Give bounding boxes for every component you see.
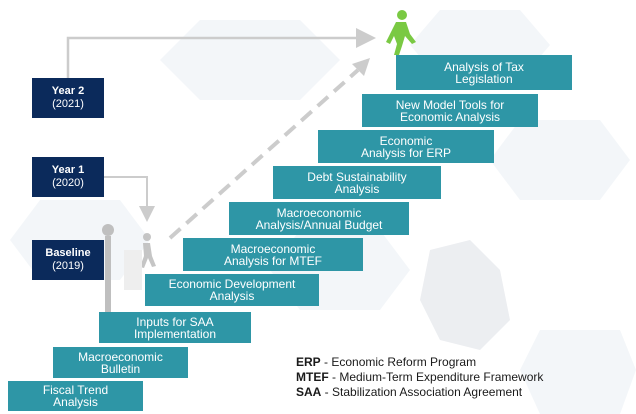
year-date: (2021): [52, 98, 84, 110]
year-1-walking-figure-icon: [140, 233, 156, 268]
progress-dashed-arrow: [168, 68, 360, 240]
legend-item-erp: ERP - Economic Reform Program: [296, 355, 634, 370]
legend-text: - Stabilization Association Agreement: [321, 385, 523, 399]
step-fiscal-trend-analysis: Fiscal Trend Analysis: [8, 381, 143, 411]
step-debt-sustainability-analysis: Debt Sustainability Analysis: [273, 166, 441, 199]
step-macroeconomic-analysis-annual-budget: Macroeconomic Analysis/Annual Budget: [229, 202, 409, 235]
legend-item-saa: SAA - Stabilization Association Agreemen…: [296, 385, 634, 400]
year-box-baseline: Baseline (2019): [32, 240, 104, 280]
baseline-figure-icon: [102, 224, 114, 312]
step-new-model-tools: New Model Tools for Economic Analysis: [362, 94, 538, 127]
legend-item-mtef: MTEF - Medium-Term Expenditure Framework: [296, 370, 634, 385]
year-label: Year 1: [51, 164, 85, 176]
year-date: (2019): [52, 260, 84, 272]
year-box-year-2: Year 2 (2021): [32, 78, 104, 118]
legend-abbr: MTEF: [296, 370, 329, 384]
step-inputs-saa-implementation: Inputs for SAA Implementation: [99, 312, 251, 343]
legend-abbr: ERP: [296, 355, 321, 369]
year-label: Year 2: [51, 85, 85, 97]
legend-text: - Medium-Term Expenditure Framework: [328, 370, 544, 384]
abbreviation-legend: ERP - Economic Reform Program MTEF - Med…: [296, 355, 634, 400]
step-macroeconomic-analysis-mtef: Macroeconomic Analysis for MTEF: [183, 238, 363, 271]
year-1-connector-arrow: [104, 176, 155, 222]
year-label: Baseline: [45, 247, 91, 259]
year-box-year-1: Year 1 (2020): [32, 157, 104, 197]
year-2-connector-arrow: [66, 28, 376, 78]
step-macroeconomic-bulletin: Macroeconomic Bulletin: [53, 347, 188, 378]
progress-arrow-head: [352, 58, 370, 76]
step-economic-analysis-erp: Economic Analysis for ERP: [318, 130, 494, 163]
year-1-figure-shadow: [124, 250, 142, 290]
year-2-walking-figure-icon: [386, 10, 416, 55]
step-analysis-tax-legislation: Analysis of Tax Legislation: [396, 55, 572, 90]
step-economic-development-analysis: Economic Development Analysis: [145, 274, 319, 306]
year-date: (2020): [52, 177, 84, 189]
legend-text: - Economic Reform Program: [320, 355, 477, 369]
legend-abbr: SAA: [296, 385, 322, 399]
